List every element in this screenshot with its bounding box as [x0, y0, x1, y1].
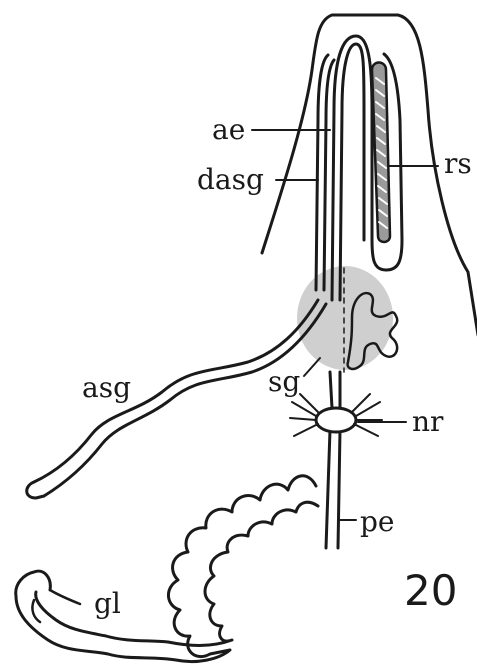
figure-number: 20: [404, 570, 457, 612]
label-pe: pe: [360, 508, 395, 536]
gut-loop-inner: [36, 502, 318, 645]
label-dasg: dasg: [197, 166, 264, 194]
label-nr: nr: [412, 408, 443, 436]
label-ae: ae: [212, 116, 245, 144]
asg-duct-tip: [27, 482, 44, 498]
label-gl: gl: [94, 590, 121, 618]
nerve-ring: [316, 408, 356, 432]
esophagus-inner: [340, 44, 364, 300]
salivary-gland-mass: [297, 266, 393, 370]
leader-sg: [304, 358, 320, 376]
label-rs: rs: [444, 150, 472, 178]
gut-loop-outer: [16, 476, 316, 662]
posterior-esophagus-outer: [326, 372, 332, 548]
posterior-esophagus-inner: [338, 372, 340, 548]
label-asg: asg: [82, 374, 131, 402]
label-sg: sg: [268, 368, 300, 396]
